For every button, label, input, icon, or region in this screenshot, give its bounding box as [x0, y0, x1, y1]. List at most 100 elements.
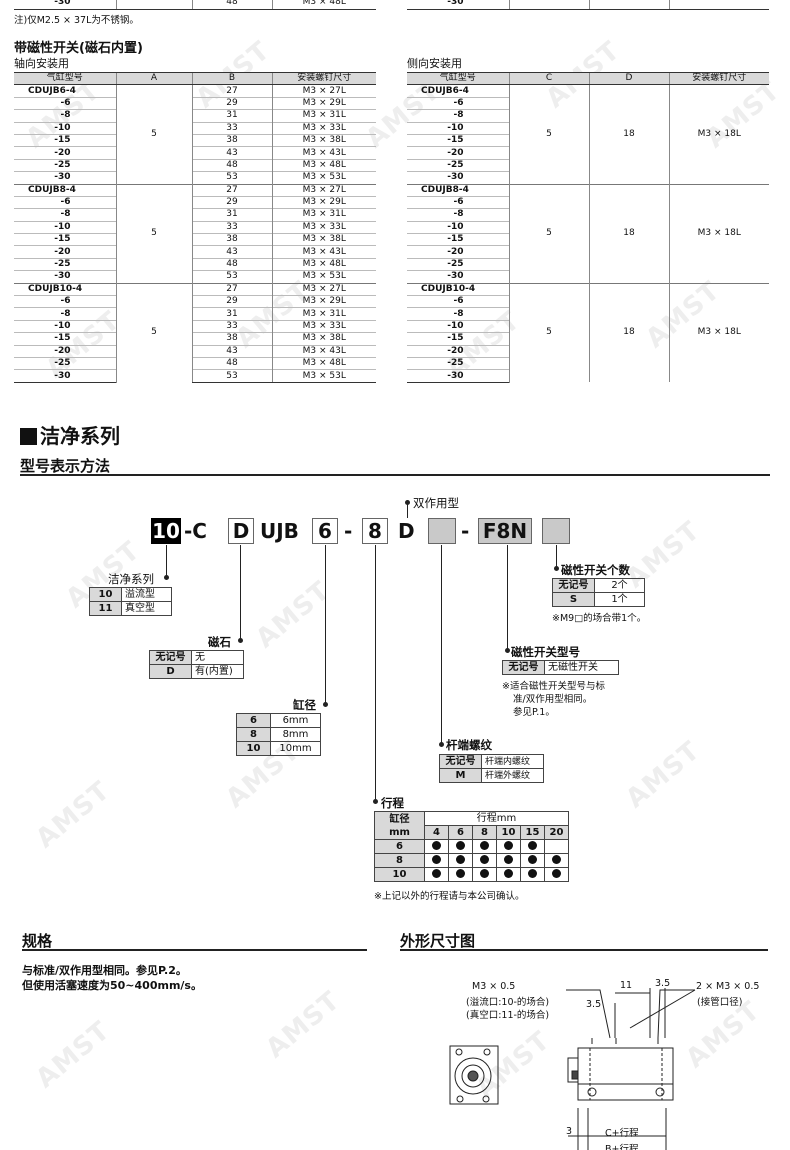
- cell-b: 31: [191, 208, 272, 222]
- leader-line: [375, 545, 376, 802]
- cell-model: -15: [407, 133, 509, 147]
- front-view-outer-circle: [454, 1057, 492, 1095]
- cell-model: CDUJB8-4: [407, 183, 509, 197]
- stroke-availability-cell: [520, 853, 545, 868]
- cell-model: CDUJB10-4: [407, 282, 509, 296]
- stroke-availability-cell: [424, 839, 449, 854]
- table-row: 10: [374, 867, 569, 882]
- stainless-note: 注)仅M2.5 × 37L为不锈钢。: [14, 15, 139, 26]
- stroke-availability-cell: [520, 839, 545, 854]
- cell-model: -6: [14, 195, 116, 209]
- table-row: -6: [407, 96, 769, 110]
- cell-screw: M3 × 43L: [271, 146, 376, 160]
- leader-line: [556, 545, 557, 569]
- watermark-text: AMST: [30, 1015, 116, 1095]
- switch-type-table: 无记号无磁性开关: [502, 660, 619, 675]
- bore-unit: mm: [389, 826, 410, 838]
- cell-c: 5: [508, 282, 589, 383]
- cell-b: 48: [191, 0, 272, 10]
- code-cell: D: [149, 664, 192, 679]
- cell-model: -30: [407, 0, 509, 10]
- stroke-availability-cell: [520, 867, 545, 882]
- cell-model: -20: [14, 245, 116, 259]
- cell-screw: M3 × 33L: [271, 121, 376, 135]
- desc-cell: 1个: [594, 592, 645, 607]
- cell-b: 29: [191, 195, 272, 209]
- clean-series-label: 洁净系列: [108, 572, 154, 586]
- leader-dot: [554, 566, 559, 571]
- cell-b: 38: [191, 332, 272, 346]
- cell-screw: M3 × 29L: [271, 96, 376, 110]
- table-row: -25: [407, 356, 769, 370]
- cell-b: 27: [191, 183, 272, 197]
- code-action: D: [398, 519, 415, 543]
- watermark-text: AMST: [260, 985, 346, 1065]
- cell-screw: M3 × 29L: [271, 195, 376, 209]
- available-dot-icon: [480, 869, 489, 878]
- section-rule: [22, 949, 367, 951]
- cell-b: 33: [191, 121, 272, 135]
- mount-hole: [587, 1087, 597, 1097]
- stroke-availability-cell: [496, 839, 521, 854]
- cell-model: -8: [14, 109, 116, 123]
- outline-drawing: [449, 988, 696, 1150]
- mount-hole: [483, 1048, 491, 1056]
- cell-screw: M3 × 43L: [271, 245, 376, 259]
- cell-b: 48: [191, 257, 272, 271]
- available-dot-icon: [504, 855, 513, 864]
- leader-line: [657, 989, 695, 1039]
- cell-b: 43: [191, 245, 272, 259]
- code-rod-box: [428, 518, 456, 544]
- code-switch-box: F8N: [478, 518, 532, 544]
- cell-model: -20: [14, 344, 116, 358]
- cell-model: -30: [407, 369, 509, 383]
- front-view-rod-circle: [467, 1070, 479, 1082]
- magnet-label: 磁石: [208, 635, 231, 649]
- code-cell: 无记号: [502, 660, 545, 675]
- section-rule: [20, 474, 770, 476]
- cell-screw: M3 × 31L: [271, 109, 376, 123]
- desc-cell: 8mm: [270, 727, 321, 742]
- table-row: -20: [407, 245, 769, 259]
- cell-screw: M3 × 48L: [271, 158, 376, 172]
- col-header: 安装螺钉尺寸: [271, 71, 376, 86]
- cell-b: 31: [191, 307, 272, 321]
- table-row: -25: [407, 158, 769, 172]
- double-acting-label: 双作用型: [413, 496, 459, 510]
- cell-model: -25: [14, 158, 116, 172]
- cell-model: -8: [407, 109, 509, 123]
- col-header: B: [191, 71, 272, 86]
- clean-series-heading: 洁净系列: [20, 420, 120, 449]
- cell-b: 48: [191, 158, 272, 172]
- mount-hole: [456, 1095, 464, 1103]
- stroke-availability-cell: [496, 853, 521, 868]
- spec-title: 规格: [22, 932, 53, 950]
- desc-cell: 溢流型: [121, 587, 172, 602]
- cell-model: -20: [407, 245, 509, 259]
- cell-screw: M3 × 27L: [271, 84, 376, 98]
- cell-screw: M3 × 33L: [271, 319, 376, 333]
- cell-b: 38: [191, 133, 272, 147]
- cell-model: -15: [407, 233, 509, 246]
- stroke-availability-cell: [448, 867, 473, 882]
- cell-screw: M3 × 48L: [271, 0, 376, 10]
- spec-line-2: 但使用活塞速度为50~400mm/s。: [22, 979, 202, 992]
- cell-model: -30: [14, 0, 116, 10]
- cell-model: -25: [14, 257, 116, 271]
- table-row: -15: [407, 133, 769, 147]
- leader-line: [240, 545, 241, 641]
- cell-model: -8: [14, 307, 116, 321]
- bore-cell: 8: [374, 853, 425, 868]
- mount-hole: [482, 1095, 490, 1103]
- available-dot-icon: [432, 855, 441, 864]
- bore-label: 缸径: [293, 698, 316, 712]
- cell-b: 43: [191, 344, 272, 358]
- code-dash2: -: [344, 519, 353, 543]
- stroke-availability-cell: [472, 839, 497, 854]
